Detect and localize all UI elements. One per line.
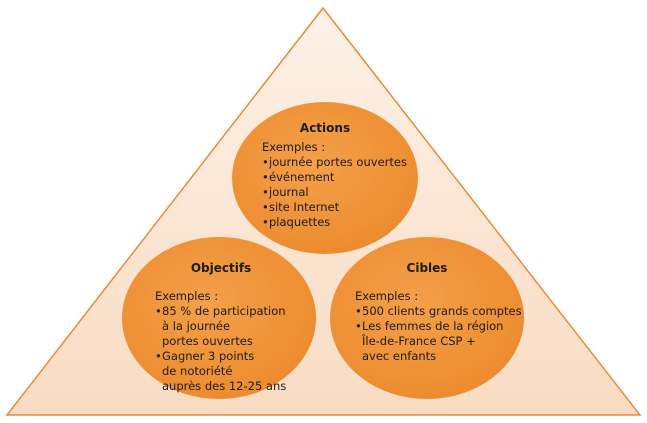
objectifs-list: 85 % de participation à la journée porte… [155, 304, 286, 394]
actions-list: journée portes ouvertes événement journa… [262, 155, 407, 230]
objectifs-examples: Exemples : 85 % de participation à la jo… [155, 289, 286, 394]
list-item: 85 % de participation à la journée porte… [155, 304, 286, 349]
objectifs-title: Objectifs [190, 261, 252, 275]
list-item: journée portes ouvertes [262, 155, 407, 170]
list-item: Gagner 3 points de notoriété auprès des … [155, 349, 286, 394]
actions-title: Actions [299, 121, 351, 135]
list-item: journal [262, 185, 407, 200]
list-item: événement [262, 170, 407, 185]
objectifs-examples-label: Exemples : [155, 289, 219, 303]
list-item: site Internet [262, 200, 407, 215]
cibles-examples-label: Exemples : [355, 289, 419, 303]
cibles-title: Cibles [406, 261, 448, 275]
actions-examples-label: Exemples : [262, 140, 326, 154]
cibles-examples: Exemples : 500 clients grands comptes Le… [355, 289, 522, 364]
list-item: Les femmes de la région Île-de-France CS… [355, 319, 522, 364]
list-item: 500 clients grands comptes [355, 304, 522, 319]
list-item: plaquettes [262, 215, 407, 230]
actions-examples: Exemples : journée portes ouvertes événe… [262, 140, 407, 230]
cibles-list: 500 clients grands comptes Les femmes de… [355, 304, 522, 364]
